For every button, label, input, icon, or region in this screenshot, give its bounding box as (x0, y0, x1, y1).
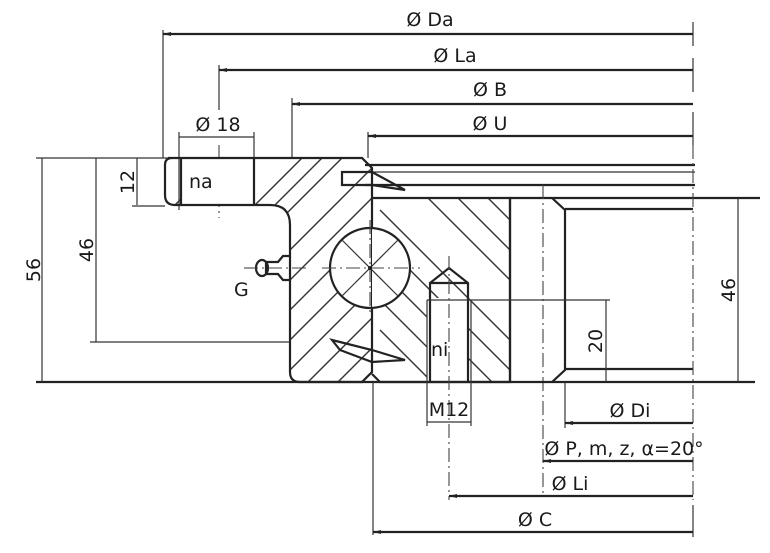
dim-56: 56 (23, 158, 45, 382)
label-56: 56 (23, 258, 45, 282)
dim-20: 20 (585, 300, 607, 382)
label-12: 12 (117, 170, 139, 194)
dim-da: Ø Da (162, 9, 694, 158)
dim-di: Ø Di (564, 382, 693, 428)
dim-b: Ø B (291, 79, 693, 158)
label-hole-18: Ø 18 (195, 114, 240, 136)
dim-46-outer: 46 (76, 158, 290, 343)
dim-p: Ø P, m, z, α=20° (543, 438, 704, 463)
label-m12: M12 (429, 399, 470, 421)
dim-c: Ø C (372, 382, 694, 537)
seals (329, 170, 406, 364)
dim-la: Ø La (218, 45, 694, 110)
label-na: na (189, 171, 213, 193)
dim-12: 12 (117, 158, 165, 207)
dim-m12: M12 (426, 382, 472, 426)
grease-nipple: G (234, 254, 310, 301)
dim-li: Ø Li (449, 473, 693, 498)
dim-hole-18: Ø 18 (178, 114, 255, 218)
label-li: Ø Li (552, 473, 589, 495)
dim-46-inner: 46 (718, 198, 740, 382)
label-g: G (234, 279, 249, 301)
label-la: Ø La (433, 45, 476, 67)
label-ni: ni (431, 339, 448, 361)
label-di: Ø Di (610, 400, 651, 422)
label-u: Ø U (473, 113, 508, 135)
label-da: Ø Da (406, 9, 453, 31)
label-c: Ø C (518, 509, 552, 531)
label-46-outer: 46 (76, 238, 98, 262)
rolling-element (322, 220, 420, 316)
dim-u: Ø U (367, 112, 694, 158)
label-20: 20 (585, 329, 607, 353)
label-46-inner: 46 (718, 278, 740, 302)
label-p: Ø P, m, z, α=20° (544, 438, 703, 460)
label-b: Ø B (473, 79, 507, 101)
threaded-hole: ni (426, 256, 610, 500)
